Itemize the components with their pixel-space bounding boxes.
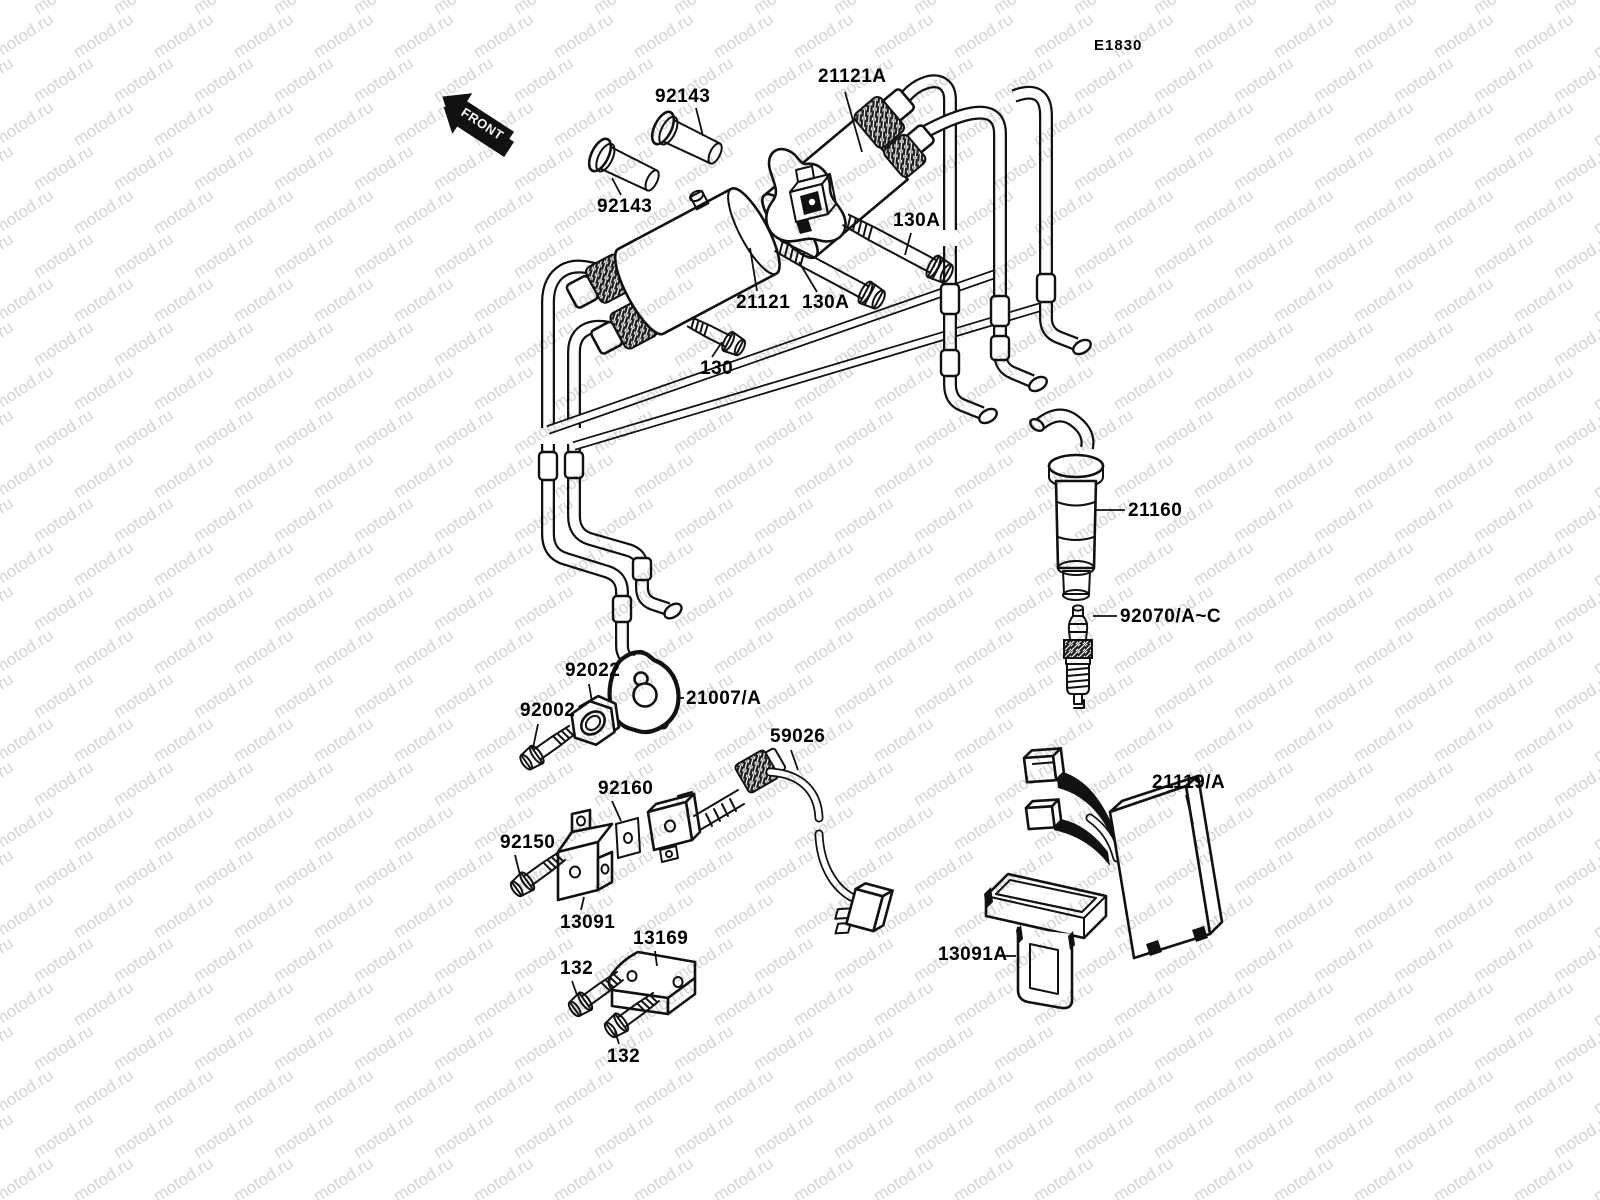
part-label-21007: 21007/A (686, 688, 762, 709)
nut-92022 (570, 694, 621, 747)
plug-cap-21160 (1029, 408, 1105, 601)
part-label-21119: 21119/A (1152, 772, 1226, 793)
rubber-damper-92143-2 (646, 107, 729, 173)
coil-mount-bracket (765, 147, 847, 243)
ignition-coil-21121 (565, 187, 781, 355)
part-label-92143-upper: 92143 (655, 86, 711, 107)
lead-sleeves (537, 272, 1057, 624)
part-label-13169: 13169 (633, 928, 689, 949)
bracket-13091 (556, 808, 614, 902)
spark-plug-92070 (1063, 604, 1093, 709)
diagram-code: E1830 (1094, 37, 1143, 54)
part-label-21160: 21160 (1128, 500, 1183, 521)
part-label-92150: 92150 (500, 832, 556, 853)
leader-lines (514, 91, 1194, 1045)
part-label-130a-2: 130A (802, 292, 850, 313)
part-label-130: 130 (700, 358, 734, 379)
pickup-coil (646, 747, 787, 863)
bracket-13169 (607, 950, 697, 1016)
pickup-spacer-92160 (615, 817, 641, 859)
ht-lead-right-2 (910, 105, 1048, 393)
part-label-21121a: 21121A (818, 66, 887, 87)
part-label-132-1: 132 (560, 958, 594, 979)
igniter-connector-1 (1022, 747, 1066, 784)
ht-lead-left-2 (567, 319, 683, 620)
ht-lead-diagonal-1 (546, 267, 1003, 435)
rubber-damper-92143-1 (583, 134, 666, 200)
ht-lead-right-3 (1011, 85, 1092, 356)
igniter-wires (1054, 770, 1122, 866)
part-label-132-2: 132 (607, 1046, 641, 1067)
part-label-13091a: 13091A (938, 944, 1008, 965)
holder-13091a (984, 872, 1108, 1010)
part-label-92160: 92160 (598, 778, 654, 799)
part-label-13091: 13091 (560, 912, 616, 933)
part-label-130a-1: 130A (893, 210, 941, 231)
front-arrow: FRONT (442, 93, 515, 158)
part-label-92002: 92002 (520, 700, 576, 721)
part-label-92022: 92022 (565, 660, 621, 681)
part-label-92070: 92070/A~C (1120, 606, 1222, 627)
rotor-plate-21007 (606, 649, 681, 735)
part-label-92143-lower: 92143 (597, 196, 653, 217)
screw-92002 (515, 720, 580, 774)
part-label-21121: 21121 (736, 292, 791, 313)
igniter-connector-2 (1024, 798, 1063, 831)
ht-lead-diagonal-2 (572, 301, 1046, 451)
pickup-cable-59026 (765, 767, 878, 906)
cable-connector (834, 882, 894, 935)
igniter-21119 (1108, 774, 1224, 960)
part-label-59026: 59026 (770, 726, 826, 747)
